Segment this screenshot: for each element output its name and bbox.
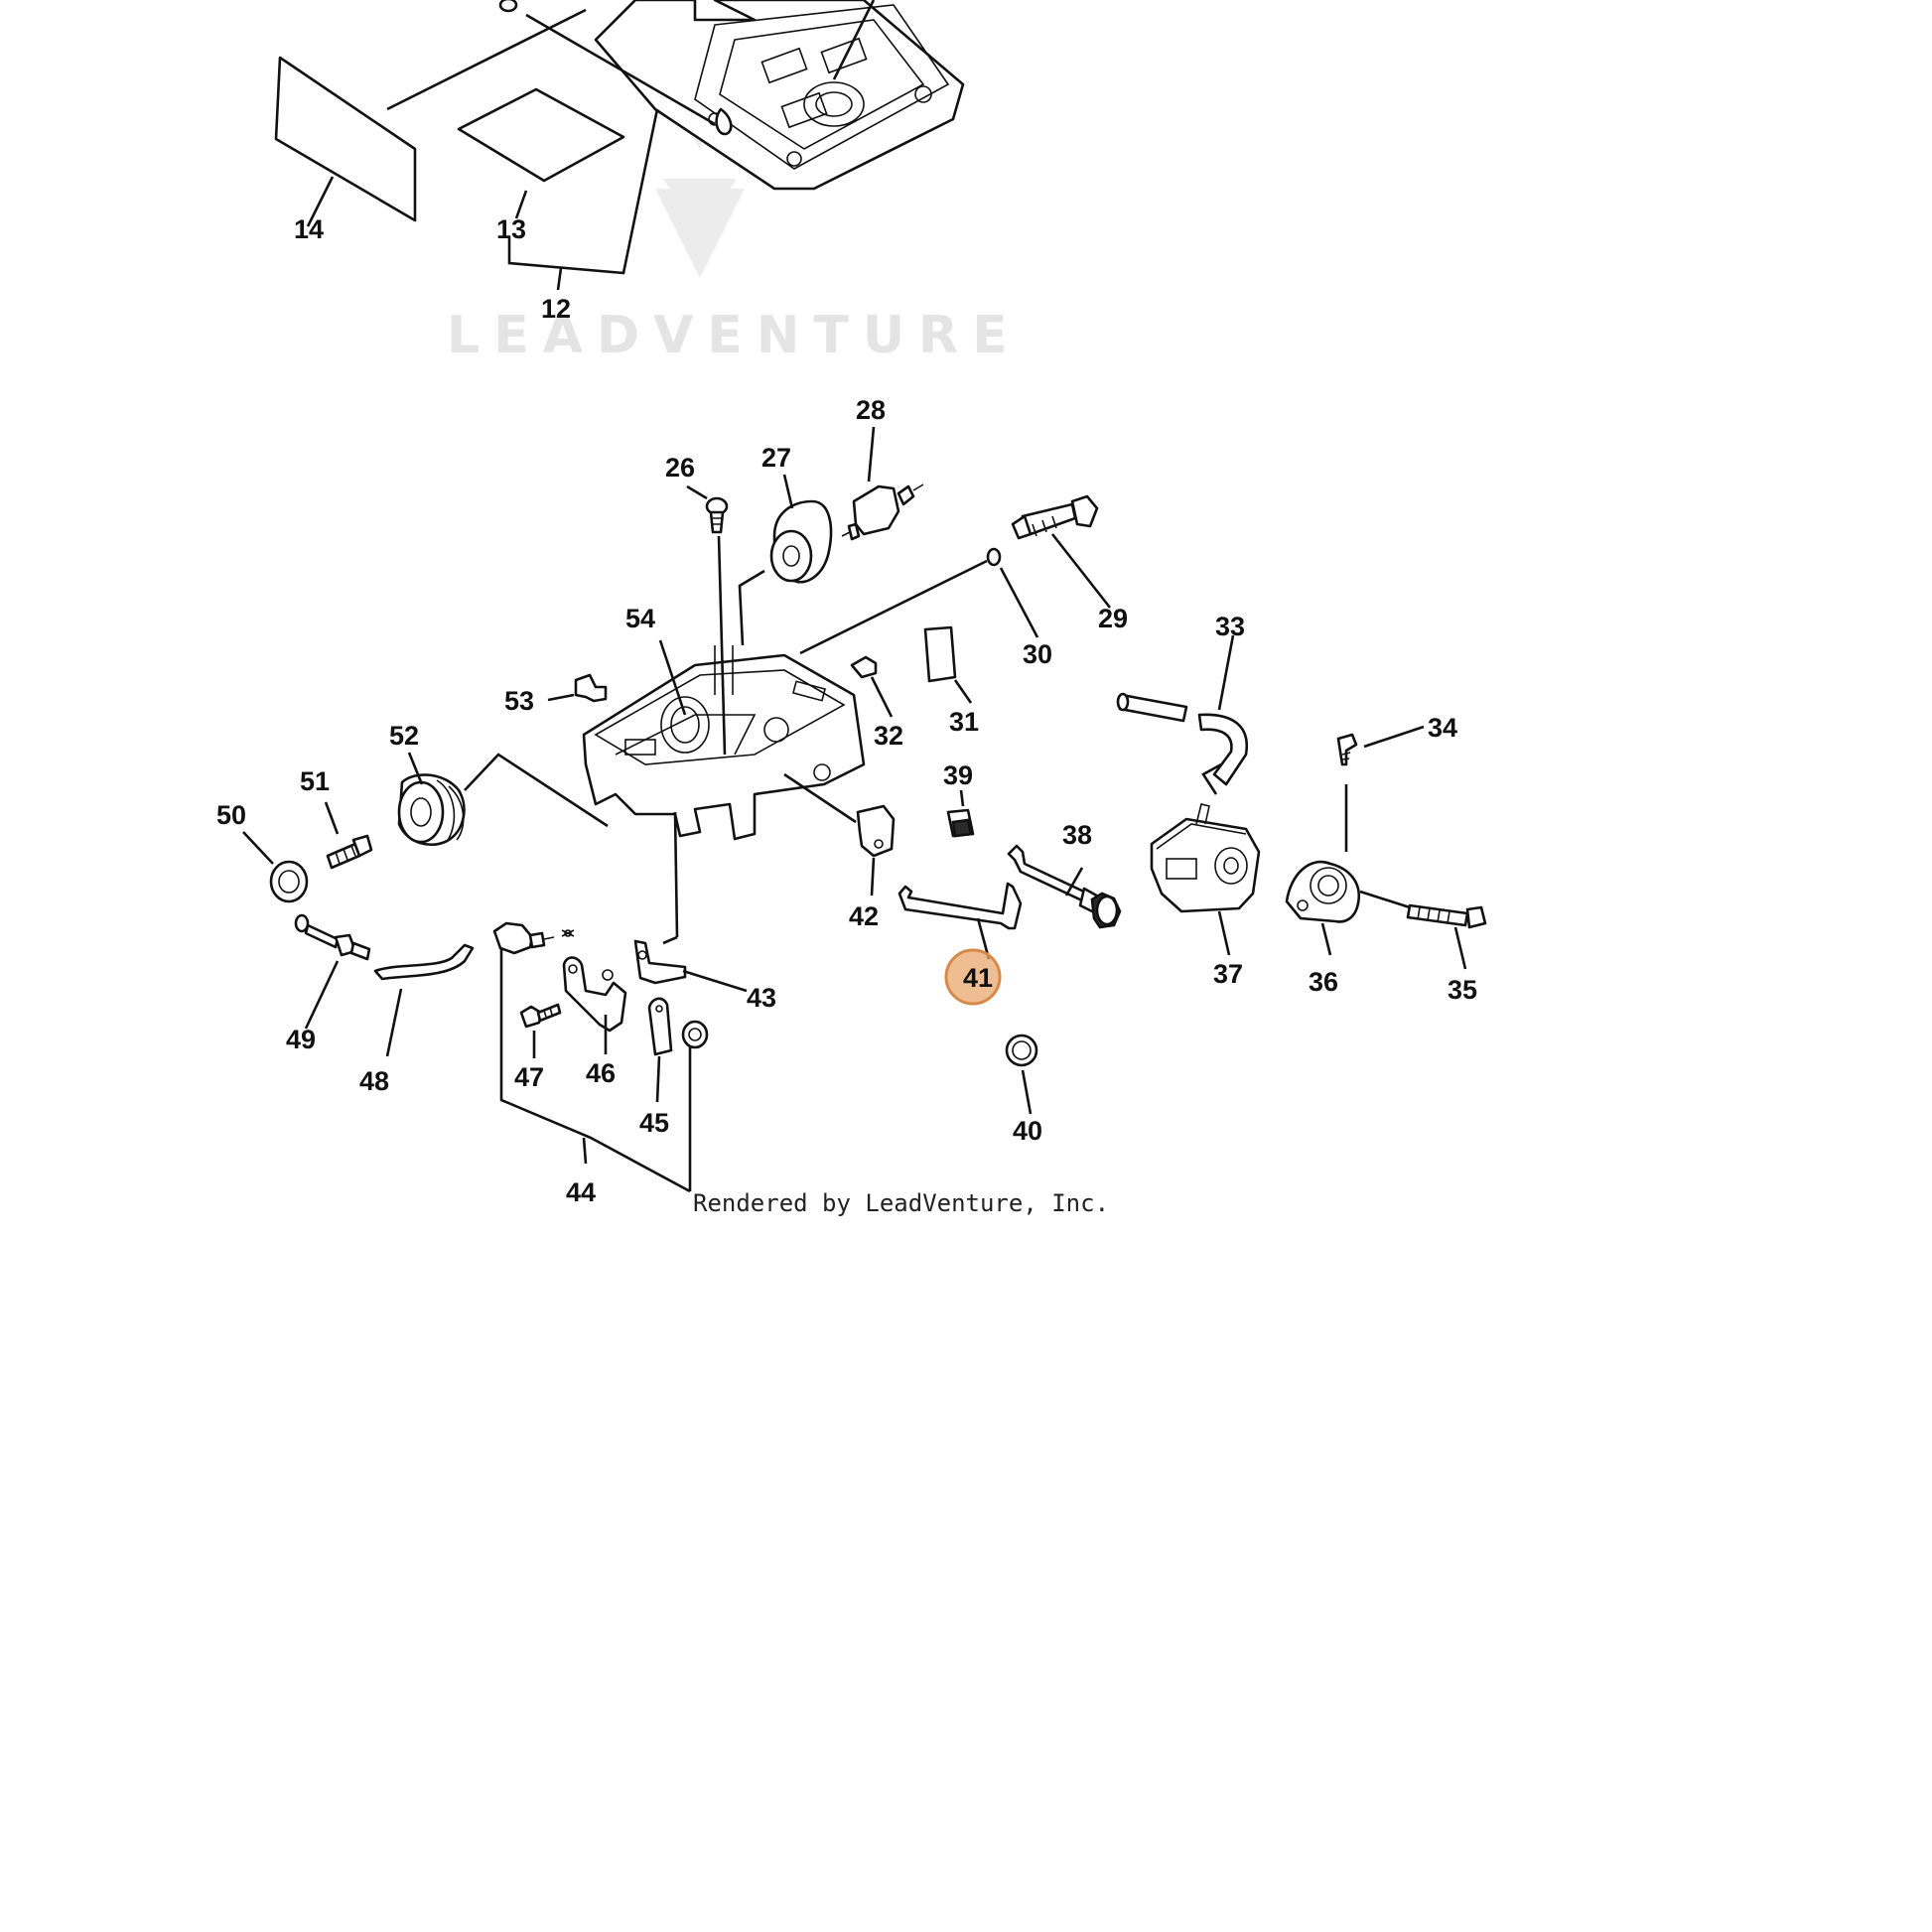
- part-46: 46: [562, 956, 627, 1088]
- part-47: 47: [514, 1003, 562, 1092]
- part-13: 13: [457, 87, 625, 244]
- o-ring-30: [986, 547, 1002, 567]
- part-33: 33: [1116, 612, 1249, 786]
- part-45: 45: [639, 997, 709, 1138]
- valve-28: [852, 484, 900, 536]
- bracket-43: [633, 939, 687, 985]
- part-51: 51: [300, 766, 373, 870]
- callout-43: 43: [747, 983, 776, 1013]
- watermark-logo-icon: [655, 69, 745, 278]
- part-53: 53: [504, 673, 608, 716]
- callout-13: 13: [496, 214, 526, 244]
- part-36: 36: [1285, 860, 1361, 997]
- gasket-31: [923, 625, 957, 683]
- callout-37: 37: [1213, 959, 1243, 989]
- callout-47: 47: [514, 1062, 544, 1092]
- callout-29: 29: [1098, 604, 1128, 633]
- part-35: 35: [1359, 890, 1487, 1005]
- part-28: 28: [841, 395, 924, 541]
- hose-33b: [1197, 713, 1249, 786]
- upper-assembly: [386, 0, 965, 191]
- nut-45: [681, 1020, 709, 1049]
- callout-44: 44: [566, 1177, 596, 1207]
- hose-33a: [1118, 693, 1188, 723]
- callout-39: 39: [943, 760, 973, 790]
- callout-27: 27: [761, 443, 791, 473]
- part-52: 52: [389, 721, 609, 847]
- callout-51: 51: [300, 766, 330, 796]
- callout-14: 14: [294, 214, 324, 244]
- part-26: 26: [665, 453, 729, 756]
- choke-rod-38: [1007, 844, 1090, 903]
- callout-28: 28: [856, 395, 886, 425]
- callout-46: 46: [586, 1058, 616, 1088]
- callout-49: 49: [286, 1025, 316, 1054]
- screw-34: [1336, 733, 1358, 766]
- part-37: 37: [1150, 762, 1261, 989]
- plate-46: [562, 956, 627, 1033]
- plug-32: [850, 655, 878, 679]
- bracket-42: [856, 804, 896, 858]
- carburetor-37: [1150, 817, 1261, 913]
- watermark-brand: LEADVENTURE: [447, 306, 1022, 365]
- callout-35: 35: [1448, 975, 1477, 1005]
- callout-38: 38: [1062, 820, 1092, 850]
- filter-element: [457, 87, 625, 183]
- callout-33: 33: [1215, 612, 1245, 641]
- part-41: 41: [897, 882, 1023, 1006]
- highlight-marker: [944, 948, 1002, 1006]
- callout-42: 42: [849, 901, 879, 931]
- wire-48: [373, 943, 475, 981]
- part-48: 48: [359, 943, 475, 1096]
- part-32: 32: [850, 655, 903, 751]
- part-40: 40: [1005, 1034, 1042, 1146]
- part-43: 43: [633, 811, 776, 1013]
- part-14: 14: [274, 56, 417, 244]
- screw-29-shaft: [1021, 502, 1077, 536]
- part-27: 27: [738, 443, 833, 646]
- cap-50: [269, 860, 309, 903]
- callout-26: 26: [665, 453, 695, 483]
- cap-40: [1005, 1034, 1038, 1067]
- callout-52: 52: [389, 721, 419, 751]
- callout-41: 41: [963, 963, 993, 993]
- part-42: 42: [783, 772, 896, 931]
- callout-12: 12: [541, 294, 571, 324]
- callout-31: 31: [949, 707, 979, 737]
- plate-45: [647, 997, 673, 1056]
- render-credit: Rendered by LeadVenture, Inc.: [693, 1189, 1109, 1217]
- callout-48: 48: [359, 1066, 389, 1096]
- callout-53: 53: [504, 686, 534, 716]
- terminal-49: [294, 913, 310, 933]
- callout-36: 36: [1309, 967, 1338, 997]
- part-38: 38: [1007, 820, 1122, 929]
- cover-36: [1285, 860, 1361, 923]
- part-31: 31: [923, 625, 979, 737]
- fitting-53: [574, 673, 608, 703]
- callout-45: 45: [639, 1108, 669, 1138]
- callout-32: 32: [874, 721, 903, 751]
- callout-30: 30: [1023, 639, 1052, 669]
- part-34: 34: [1336, 713, 1457, 852]
- part-44: 44: [492, 921, 692, 1207]
- filter-housing: [594, 0, 965, 191]
- callout-34: 34: [1428, 713, 1457, 743]
- part-30: 30: [799, 547, 1052, 669]
- part-29: 29: [1011, 494, 1128, 633]
- part-49: 49: [286, 913, 371, 1054]
- bolt-35: [1406, 903, 1469, 927]
- callout-50: 50: [216, 800, 246, 830]
- linkage-rod-41: [897, 882, 1023, 930]
- flat-plate: [274, 56, 417, 222]
- part-12: 12: [507, 108, 659, 324]
- callout-54: 54: [625, 604, 655, 633]
- watermark: LEADVENTURE: [447, 69, 1022, 365]
- part-50: 50: [216, 800, 309, 903]
- callout-40: 40: [1013, 1116, 1042, 1146]
- part-39: 39: [943, 760, 975, 838]
